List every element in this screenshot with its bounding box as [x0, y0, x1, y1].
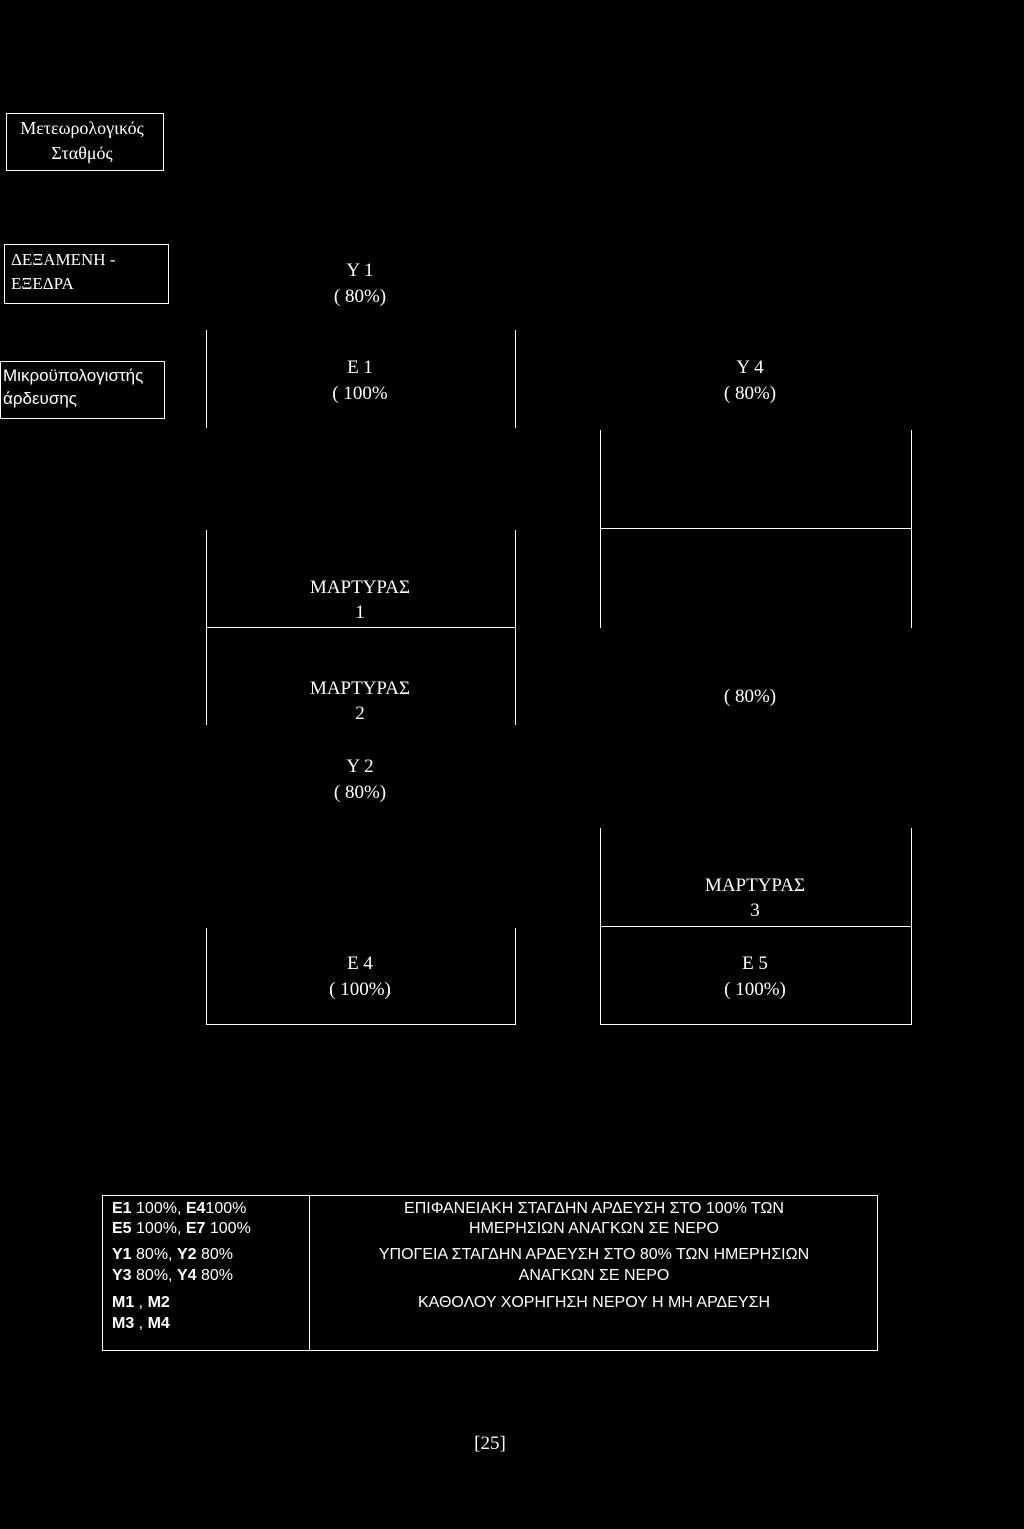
- zone-e1-title: Ε 1: [347, 357, 373, 378]
- right-upper-left-edge: [600, 430, 601, 628]
- weather-station-line-1: Μετεωρολογικός: [20, 118, 144, 138]
- legend-row-1-codes-line-2: Ε5 100%, Ε7 100%: [112, 1220, 251, 1237]
- legend-bottom-border: [102, 1350, 878, 1351]
- legend-row-2-description-line-1: ΥΠΟΓΕΙΑ ΣΤΑΓΔΗΝ ΑΡΔΕΥΣΗ ΣΤΟ 80% ΤΩΝ ΗΜΕΡ…: [378, 1246, 810, 1263]
- zone-y4-value: ( 80%): [723, 383, 777, 404]
- legend-row-3-codes-line-1: Μ1 , Μ2: [112, 1294, 170, 1311]
- zone-y2-value: ( 80%): [333, 782, 387, 803]
- divider-e1-right: [515, 330, 516, 428]
- zone-e5-title: Ε 5: [742, 953, 768, 974]
- legend-right-border: [877, 1195, 878, 1351]
- legend-table: Ε1 100%, Ε4100% Ε5 100%, Ε7 100% ΕΠΙΦΑΝΕ…: [100, 1195, 878, 1352]
- legend-top-border: [102, 1195, 878, 1196]
- zone-y2-title: Υ 2: [346, 756, 374, 777]
- zone-m1-number: 1: [355, 602, 365, 623]
- e5-bottom-edge: [600, 1024, 912, 1025]
- zone-y1-value: ( 80%): [333, 286, 387, 307]
- irrigation-computer-box: Μικροϋπολογιστής άρδευσης: [0, 361, 165, 419]
- m1-m2-divider: [206, 627, 516, 628]
- legend-left-border: [102, 1195, 103, 1351]
- m3-e5-divider: [600, 926, 912, 927]
- divider-e1-left: [206, 330, 207, 428]
- e4-left-edge: [206, 928, 207, 1025]
- zone-y1-title: Υ 1: [346, 260, 374, 281]
- zone-y4-title: Υ 4: [736, 357, 764, 378]
- legend-row-1-description-line-1: ΕΠΙΦΑΝΕΙΑΚΗ ΣΤΑΓΔΗΝ ΑΡΔΕΥΣΗ ΣΤΟ 100% ΤΩΝ: [404, 1200, 784, 1217]
- tank-box: ΔΕΞΑΜΕΝΗ - ΕΞΕΔΡΑ: [4, 244, 169, 304]
- weather-station-line-2: Σταθμός: [51, 143, 113, 163]
- page-number: [25]: [474, 1433, 506, 1454]
- legend-row-3-description: ΚΑΘΟΛΟΥ ΧΟΡΗΓΗΣΗ ΝΕΡΟΥ Η ΜΗ ΑΡΔΕΥΣΗ: [417, 1294, 771, 1311]
- zone-e4-value: ( 100%): [329, 979, 391, 1000]
- tank-line-1: ΔΕΞΑΜΕΝΗ -: [11, 250, 116, 269]
- irrigation-computer-line-2: άρδευσης: [3, 389, 77, 408]
- e4-bottom-edge: [206, 1024, 516, 1025]
- legend-row-1-description-line-2: ΗΜΕΡΗΣΙΩΝ ΑΝΑΓΚΩΝ ΣΕ ΝΕΡΟ: [469, 1220, 719, 1237]
- zone-m2-title: ΜΑΡΤΥΡΑΣ: [309, 678, 411, 699]
- right-upper-divider: [600, 528, 912, 529]
- right-upper-right-edge: [911, 430, 912, 628]
- zone-m3-number: 3: [750, 900, 760, 921]
- zone-e5-value: ( 100%): [724, 979, 786, 1000]
- zone-m3-title: ΜΑΡΤΥΡΑΣ: [704, 875, 806, 896]
- tank-line-2: ΕΞΕΔΡΑ: [11, 274, 74, 293]
- irrigation-computer-line-1: Μικροϋπολογιστής: [3, 366, 144, 385]
- zone-m1-title: ΜΑΡΤΥΡΑΣ: [309, 577, 411, 598]
- zone-right-mid-value: ( 80%): [723, 686, 777, 707]
- zone-e1-value: ( 100%: [332, 383, 388, 404]
- weather-station-box: Μετεωρολογικός Σταθμός: [6, 113, 164, 171]
- legend-row-2-description-line-2: ΑΝΑΓΚΩΝ ΣΕ ΝΕΡΟ: [518, 1267, 670, 1284]
- e4-right-edge: [515, 928, 516, 1025]
- zone-m2-number: 2: [355, 703, 365, 724]
- legend-row-1-codes-line-1: Ε1 100%, Ε4100%: [112, 1200, 247, 1217]
- legend-column-divider: [309, 1195, 310, 1351]
- legend-row-2-codes-line-1: Υ1 80%, Υ2 80%: [112, 1246, 233, 1263]
- legend-row-3-codes-line-2: Μ3 , Μ4: [112, 1315, 170, 1332]
- legend-row-2-codes-line-2: Υ3 80%, Υ4 80%: [112, 1267, 233, 1284]
- zone-e4-title: Ε 4: [347, 953, 373, 974]
